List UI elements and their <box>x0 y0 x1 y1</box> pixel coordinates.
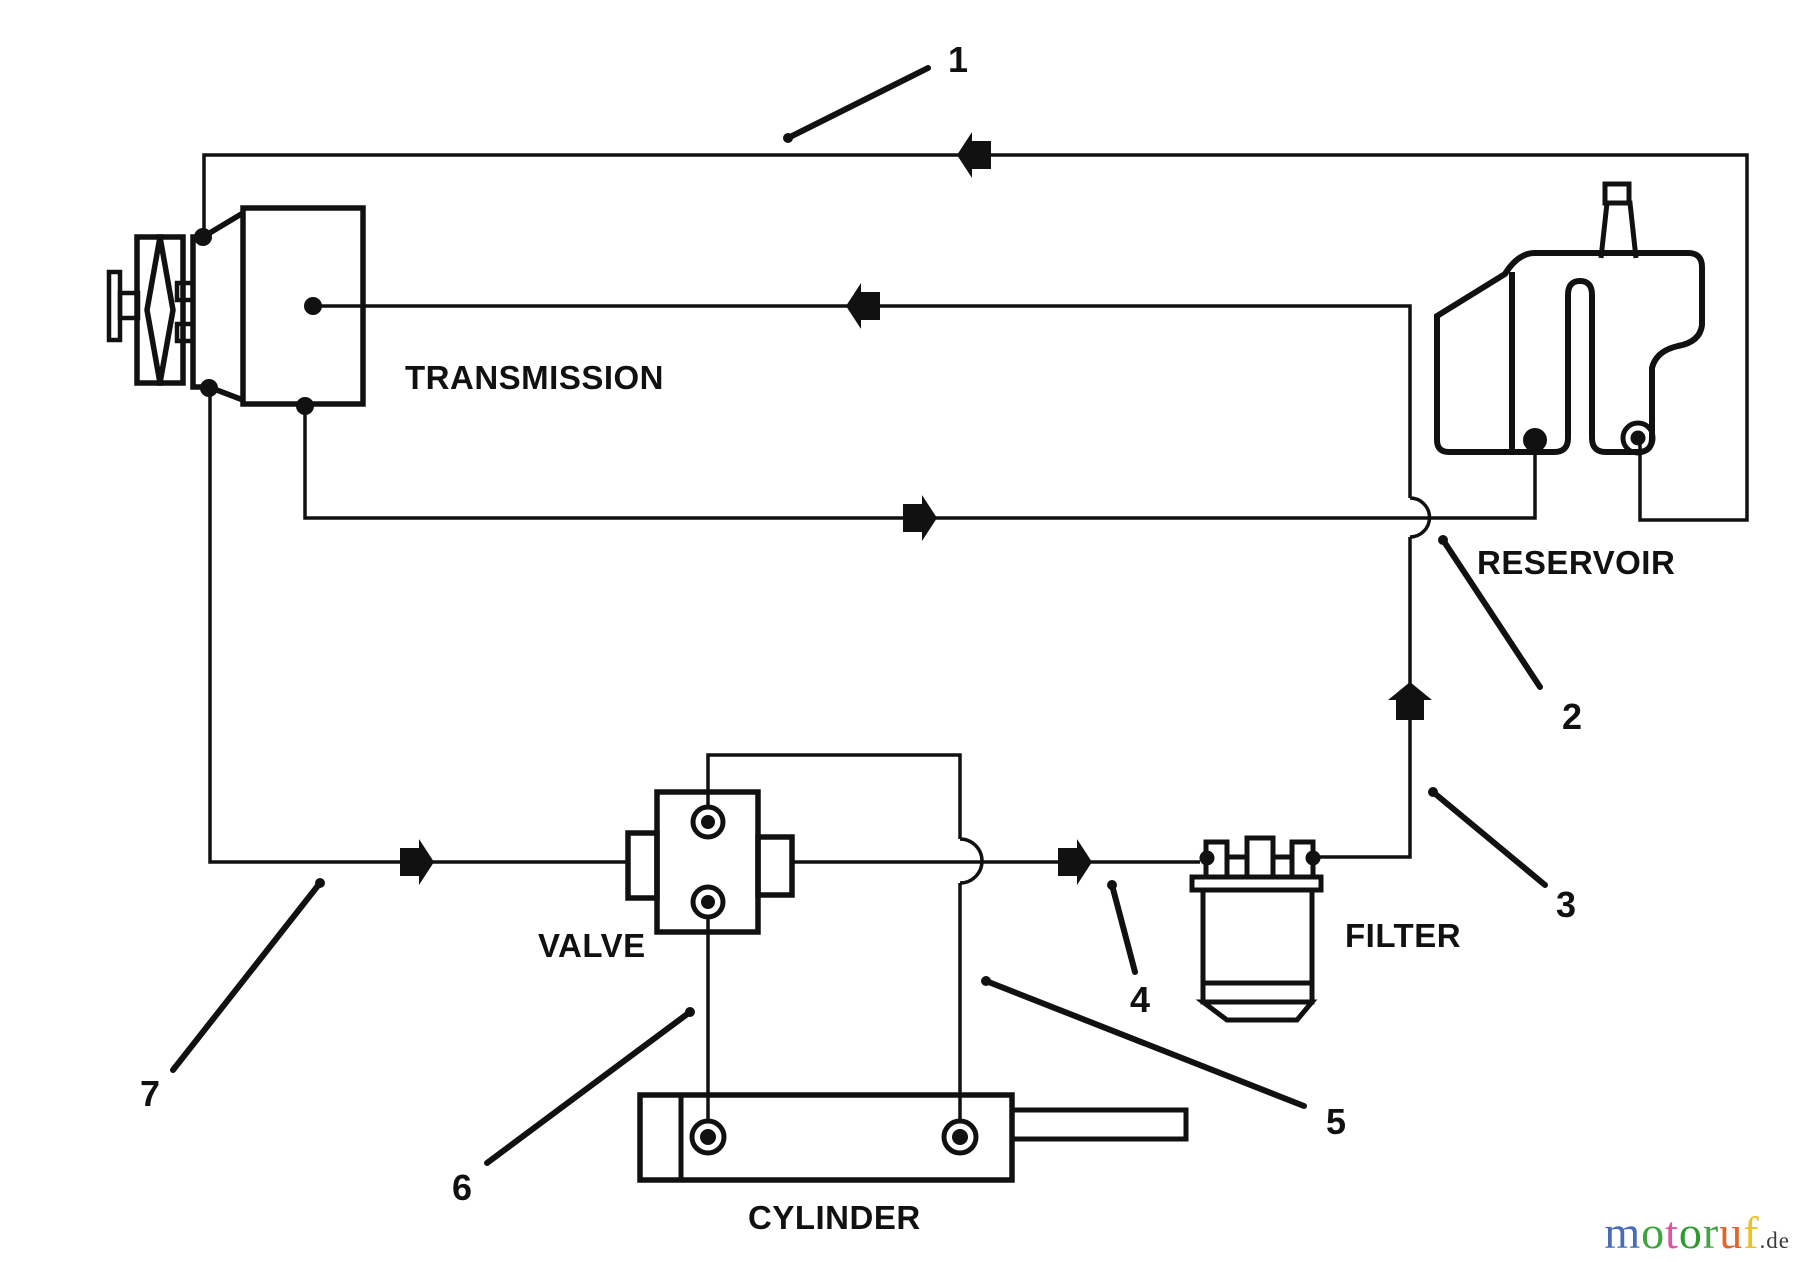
transmission-symbol <box>106 205 366 415</box>
reservoir-port-return-dot <box>1630 430 1646 446</box>
filter-inlet-dot <box>1199 850 1215 866</box>
filter-symbol <box>1189 835 1324 1023</box>
valve-label: VALVE <box>538 927 646 964</box>
filter-fitting-mid-left <box>1224 854 1250 880</box>
callout-2-leader <box>1440 537 1543 690</box>
valve-tab-right <box>755 834 795 898</box>
flow-arrow-right-icon <box>903 495 937 541</box>
watermark-letter: o <box>1641 1207 1666 1258</box>
cylinder-label: CYLINDER <box>748 1199 921 1236</box>
filter-canister-base <box>1195 999 1318 1023</box>
reservoir-tank-outline <box>1434 250 1705 455</box>
reservoir-symbol <box>1434 181 1705 456</box>
filter-canister-band <box>1200 980 1315 1005</box>
cylinder-rod <box>1009 1107 1189 1142</box>
hydraulic-lines <box>202 153 1749 1121</box>
reservoir-port-return-ring <box>1620 420 1656 456</box>
valve-tab-left <box>625 830 660 901</box>
pump-line-horizontal <box>313 304 1412 498</box>
callout-number-2: 2 <box>1562 696 1583 737</box>
flow-arrows <box>400 132 1432 885</box>
watermark-letter: f <box>1743 1207 1760 1258</box>
watermark-letter: o <box>1678 1207 1703 1258</box>
pulley-hub-upper <box>174 280 196 303</box>
transmission-label: TRANSMISSION <box>405 359 665 396</box>
callout-number-5: 5 <box>1326 1101 1347 1142</box>
transmission-port-bottom-left <box>200 379 218 397</box>
watermark-motoruf: motoruf.de <box>1604 1210 1790 1256</box>
filter-outlet-dot <box>1305 850 1321 866</box>
pulley-shaft-end-bar <box>106 269 123 343</box>
callout-2-leader-dot <box>1438 535 1448 545</box>
callout-3-leader-dot <box>1428 787 1438 797</box>
callout-number-3: 3 <box>1556 884 1577 925</box>
callout-number-7: 7 <box>140 1073 161 1114</box>
watermark-letter: t <box>1665 1207 1679 1258</box>
valve-top-port-line <box>706 753 962 839</box>
line-hop-over-main <box>959 837 984 885</box>
reservoir-label: RESERVOIR <box>1477 544 1676 581</box>
valve-feed-line-left <box>208 394 628 864</box>
valve-body <box>654 789 761 935</box>
callout-6-leader-dot <box>685 1007 695 1017</box>
reservoir-filler-cap <box>1602 181 1632 206</box>
callout-leader-lines <box>170 65 1548 1166</box>
callout-7-leader <box>170 880 323 1073</box>
callout-number-4: 4 <box>1130 979 1151 1020</box>
flow-arrow-left-icon <box>846 283 880 329</box>
callout-4-leader-dot <box>1107 880 1117 890</box>
flow-arrow-left-icon <box>957 132 991 178</box>
filter-fitting-center <box>1244 835 1276 880</box>
callout-5-leader <box>983 978 1307 1109</box>
callout-1-leader <box>785 65 931 141</box>
pulley-hub-lower <box>174 321 196 344</box>
valve-port-top-ring <box>690 804 726 840</box>
cylinder-port-left-ring <box>689 1118 727 1156</box>
flow-arrow-right-icon <box>1058 839 1092 885</box>
return-line <box>202 153 1749 522</box>
callout-number-6: 6 <box>452 1167 473 1208</box>
valve-port-bottom-ring <box>690 884 726 920</box>
callout-7-leader-dot <box>315 878 325 888</box>
cylinder-port-left-dot <box>700 1129 716 1145</box>
pulley-disc-left <box>134 234 164 386</box>
cylinder-port-right-ring <box>941 1118 979 1156</box>
valve-port-bottom-dot <box>701 895 715 909</box>
filter-fitting-mid-right <box>1270 854 1295 880</box>
watermark-letter: r <box>1702 1207 1720 1258</box>
callout-5-leader-dot <box>981 976 991 986</box>
watermark-letter: u <box>1719 1207 1744 1258</box>
flow-arrow-up-icon <box>1388 682 1432 720</box>
callout-6-leader <box>484 1009 693 1166</box>
supply-line <box>303 413 1537 520</box>
watermark-letter: m <box>1604 1207 1642 1258</box>
filter-canister <box>1200 887 1315 986</box>
pulley-disc-right <box>156 234 186 386</box>
callout-4-leader <box>1109 882 1138 975</box>
callout-number-1: 1 <box>948 39 969 80</box>
transmission-port-top <box>194 228 212 246</box>
valve-port-top-dot <box>701 815 715 829</box>
pump-line-riser <box>1320 537 1412 859</box>
flow-arrow-right-icon <box>400 839 434 885</box>
filter-label: FILTER <box>1345 917 1462 954</box>
callout-1-leader-dot <box>783 133 793 143</box>
reservoir-filler-neck <box>1598 200 1639 259</box>
valve-symbol <box>625 789 795 935</box>
watermark-domain: .de <box>1759 1228 1790 1253</box>
cylinder-symbol <box>637 1092 1189 1183</box>
reservoir-port-supply <box>1523 428 1547 452</box>
transmission-port-bottom <box>296 397 314 415</box>
cylinder-port-right-dot <box>952 1129 968 1145</box>
callout-3-leader <box>1430 789 1548 888</box>
transmission-port-middle <box>304 297 322 315</box>
